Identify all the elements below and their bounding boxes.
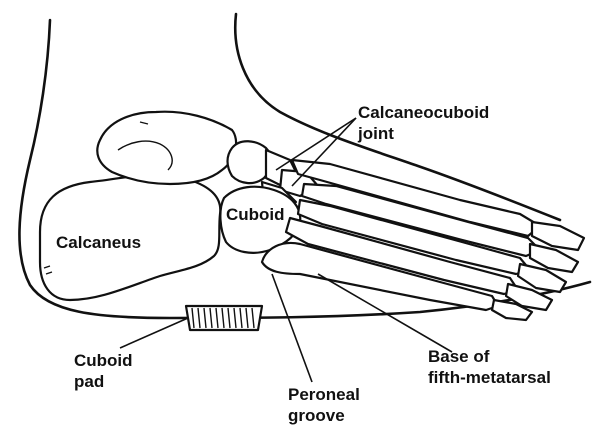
peroneal-groove-label: Peroneal groove <box>288 384 360 426</box>
peroneal-groove-label-line2: groove <box>288 405 360 426</box>
base-fifth-metatarsal-label-line1: Base of <box>428 346 551 367</box>
peroneal-groove-label-line1: Peroneal <box>288 384 360 405</box>
calcaneocuboid-joint-label-line1: Calcaneocuboid <box>358 102 489 123</box>
navicular-bone <box>228 141 272 183</box>
calcaneocuboid-joint-label-line2: joint <box>358 123 489 144</box>
cuboid-pad-label: Cuboid pad <box>74 350 133 392</box>
cuboid-label: Cuboid <box>226 204 285 225</box>
calcaneocuboid-joint-label: Calcaneocuboid joint <box>358 102 489 144</box>
calcaneus-label: Calcaneus <box>56 232 141 253</box>
cuboid-pad-shape <box>186 306 262 330</box>
cuboid-pad-label-line1: Cuboid <box>74 350 133 371</box>
cuboid-pad-label-line2: pad <box>74 371 133 392</box>
base-fifth-metatarsal-label-line2: fifth-metatarsal <box>428 367 551 388</box>
leader-cuboid-pad <box>120 318 188 348</box>
leader-peroneal-groove <box>272 274 312 382</box>
base-fifth-metatarsal-label: Base of fifth-metatarsal <box>428 346 551 388</box>
